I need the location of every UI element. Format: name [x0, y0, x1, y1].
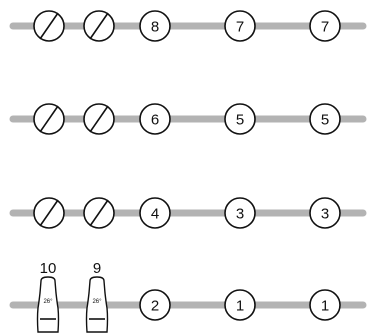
row-2: 6 5 5 — [9, 103, 367, 135]
node-label: 1 — [321, 298, 329, 315]
node-label: 1 — [236, 298, 244, 315]
number-node: 5 — [309, 103, 341, 135]
empty-set-icon — [83, 10, 115, 42]
bottle-text: 26° — [92, 299, 102, 305]
node-label: 4 — [151, 206, 159, 223]
number-node: 3 — [309, 197, 341, 229]
node-label: 3 — [321, 206, 329, 223]
empty-set-icon — [33, 197, 65, 229]
empty-set-icon — [83, 197, 115, 229]
number-node: 8 — [139, 10, 171, 42]
node-label: 3 — [236, 206, 244, 223]
node-label: 2 — [151, 298, 159, 315]
row-4: 10 9 26° 26° 2 1 1 — [9, 260, 367, 333]
number-node: 5 — [224, 103, 256, 135]
number-node: 3 — [224, 197, 256, 229]
bottle-icon: 26° — [36, 276, 60, 333]
row-1: 8 7 7 — [9, 10, 367, 42]
number-node: 1 — [224, 289, 256, 321]
node-label: 6 — [151, 112, 159, 129]
bottle-count-label: 9 — [93, 260, 101, 277]
empty-set-icon — [33, 103, 65, 135]
empty-set-icon — [83, 103, 115, 135]
node-label: 7 — [321, 19, 329, 36]
empty-set-icon — [33, 10, 65, 42]
node-label: 5 — [321, 112, 329, 129]
node-label: 7 — [236, 19, 244, 36]
bottle-icon: 26° — [85, 276, 109, 333]
number-node: 2 — [139, 289, 171, 321]
row-3: 4 3 3 — [9, 197, 367, 229]
number-node: 1 — [309, 289, 341, 321]
node-label: 5 — [236, 112, 244, 129]
node-label: 8 — [151, 19, 159, 36]
number-node: 7 — [224, 10, 256, 42]
bottle-count-label: 10 — [40, 260, 57, 277]
number-node: 4 — [139, 197, 171, 229]
number-node: 6 — [139, 103, 171, 135]
bottle-text: 26° — [43, 299, 53, 305]
number-node: 7 — [309, 10, 341, 42]
